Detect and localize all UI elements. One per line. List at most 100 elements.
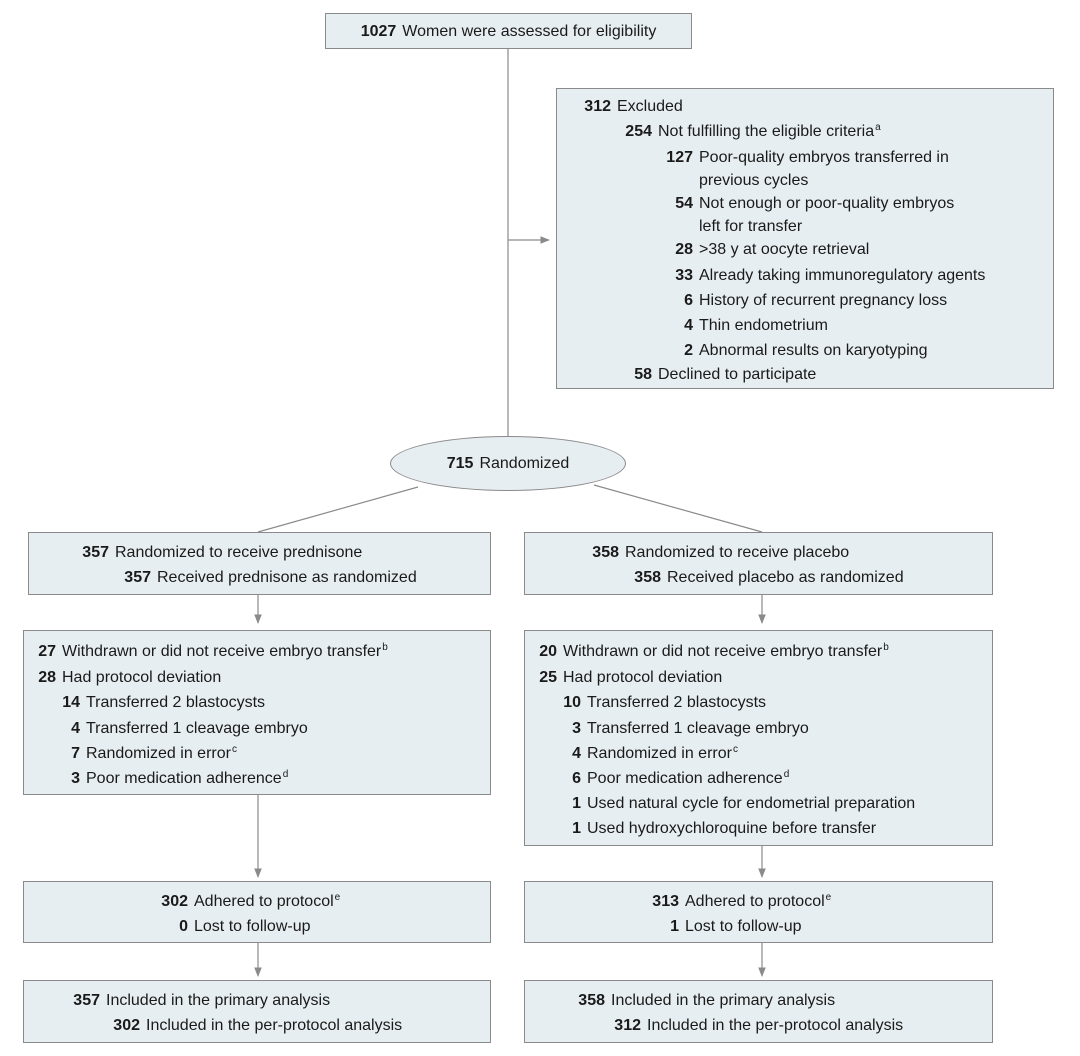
- reason-label: >38 y at oocyte retrieval: [699, 241, 870, 258]
- withdrawn-count: 27: [38, 643, 56, 660]
- placebo-adherence-box: 313 Adhered to protocole 1 Lost to follow-…: [524, 881, 993, 943]
- reason-label: Not enough or poor-quality embryos: [699, 195, 955, 212]
- reason-label: previous cycles: [699, 172, 809, 189]
- allocation-count: 358: [592, 544, 619, 561]
- reason-label: History of recurrent pregnancy loss: [699, 292, 948, 309]
- allocation-count: 357: [82, 544, 109, 561]
- footnote-d: d: [783, 769, 790, 780]
- deviation-item-label: Transferred 1 cleavage embryo: [587, 720, 809, 737]
- deviation-item-label: Poor medication adherence: [86, 770, 282, 787]
- prednisone-analysis-box: 357 Included in the primary analysis 302 I…: [23, 980, 491, 1043]
- reason-count: 6: [684, 292, 693, 309]
- deviation-item-count: 14: [62, 694, 80, 711]
- footnote-c: c: [231, 744, 237, 755]
- reason-count: 54: [675, 195, 693, 212]
- connector-split-left: [257, 486, 419, 533]
- reason-label: Poor-quality embryos transferred in: [699, 149, 949, 166]
- received-label: Received placebo as randomized: [667, 569, 904, 586]
- adhered-label: Adhered to protocol: [685, 893, 825, 910]
- primary-count: 357: [73, 992, 100, 1009]
- excluded-label: Excluded: [617, 98, 683, 115]
- deviation-item-count: 3: [71, 770, 80, 787]
- withdrawn-label: Withdrawn or did not receive embryo tran…: [563, 643, 883, 660]
- placebo-followup-box: 20 Withdrawn or did not receive embryo tr…: [524, 630, 993, 846]
- deviation-label: Had protocol deviation: [62, 669, 222, 686]
- per-protocol-label: Included in the per-protocol analysis: [647, 1017, 904, 1034]
- reason-label: Thin endometrium: [699, 317, 828, 334]
- footnote-e: e: [825, 892, 832, 903]
- per-protocol-label: Included in the per-protocol analysis: [146, 1017, 403, 1034]
- reason-count: 2: [684, 342, 693, 359]
- reason-count: 4: [684, 317, 693, 334]
- reason-label: Abnormal results on karyotyping: [699, 342, 928, 359]
- received-count: 358: [634, 569, 661, 586]
- reason-count: 33: [675, 267, 693, 284]
- footnote-b: b: [883, 642, 889, 653]
- withdrawn-count: 20: [539, 643, 557, 660]
- lost-count: 1: [670, 918, 679, 935]
- adhered-label: Adhered to protocol: [194, 893, 334, 910]
- excluded-count: 312: [584, 98, 611, 115]
- deviation-item-label: Transferred 2 blastocysts: [86, 694, 266, 711]
- declined-count: 58: [634, 366, 652, 383]
- reason-count: 28: [675, 241, 693, 258]
- per-protocol-count: 302: [113, 1017, 140, 1034]
- deviation-item-label: Transferred 2 blastocysts: [587, 694, 767, 711]
- footnote-b: b: [382, 642, 388, 653]
- randomized-count: 715: [446, 454, 474, 472]
- lost-label: Lost to follow-up: [685, 918, 802, 935]
- assessed-count: 1027: [360, 23, 397, 40]
- primary-count: 358: [578, 992, 605, 1009]
- not-fulfilling-count: 254: [625, 123, 652, 140]
- deviation-count: 28: [38, 669, 56, 686]
- footnote-a: a: [875, 122, 881, 133]
- allocation-label: Randomized to receive prednisone: [115, 544, 363, 561]
- deviation-label: Had protocol deviation: [563, 669, 723, 686]
- deviation-count: 25: [539, 669, 557, 686]
- deviation-item-count: 3: [572, 720, 581, 737]
- assessed-label: Women were assessed for eligibility: [402, 23, 657, 40]
- adhered-count: 302: [161, 893, 188, 910]
- lost-count: 0: [179, 918, 188, 935]
- received-count: 357: [124, 569, 151, 586]
- deviation-item-label: Randomized in error: [86, 745, 231, 762]
- deviation-item-count: 6: [572, 770, 581, 787]
- primary-label: Included in the primary analysis: [106, 992, 331, 1009]
- withdrawn-label: Withdrawn or did not receive embryo tran…: [62, 643, 382, 660]
- deviation-item-label: Transferred 1 cleavage embryo: [86, 720, 308, 737]
- footnote-d: d: [282, 769, 289, 780]
- declined-label: Declined to participate: [658, 366, 817, 383]
- prednisone-followup-box: 27 Withdrawn or did not receive embryo tr…: [23, 630, 491, 795]
- received-label: Received prednisone as randomized: [157, 569, 417, 586]
- connector-split-right: [593, 484, 763, 533]
- deviation-item-label: Randomized in error: [587, 745, 732, 762]
- primary-label: Included in the primary analysis: [611, 992, 836, 1009]
- deviation-item-count: 10: [563, 694, 581, 711]
- deviation-item-count: 1: [572, 795, 581, 812]
- deviation-item-label: Used hydroxychloroquine before transfer: [587, 820, 877, 837]
- deviation-item-count: 4: [572, 745, 581, 762]
- reason-count: 127: [666, 149, 693, 166]
- randomized-oval: 715 Randomized: [390, 436, 626, 491]
- deviation-item-count: 1: [572, 820, 581, 837]
- deviation-item-count: 4: [71, 720, 80, 737]
- footnote-c: c: [732, 744, 738, 755]
- allocation-label: Randomized to receive placebo: [625, 544, 850, 561]
- deviation-item-label: Poor medication adherence: [587, 770, 783, 787]
- assessed-box: 1027 Women were assessed for eligibility: [325, 13, 692, 49]
- deviation-item-label: Used natural cycle for endometrial prepa…: [587, 795, 916, 812]
- not-fulfilling-label: Not fulfilling the eligible criteria: [658, 123, 875, 140]
- deviation-item-count: 7: [71, 745, 80, 762]
- lost-label: Lost to follow-up: [194, 918, 311, 935]
- reason-label: Already taking immunoregulatory agents: [699, 267, 986, 284]
- adhered-count: 313: [652, 893, 679, 910]
- randomized-label: Randomized: [479, 454, 570, 472]
- reason-label: left for transfer: [699, 218, 803, 235]
